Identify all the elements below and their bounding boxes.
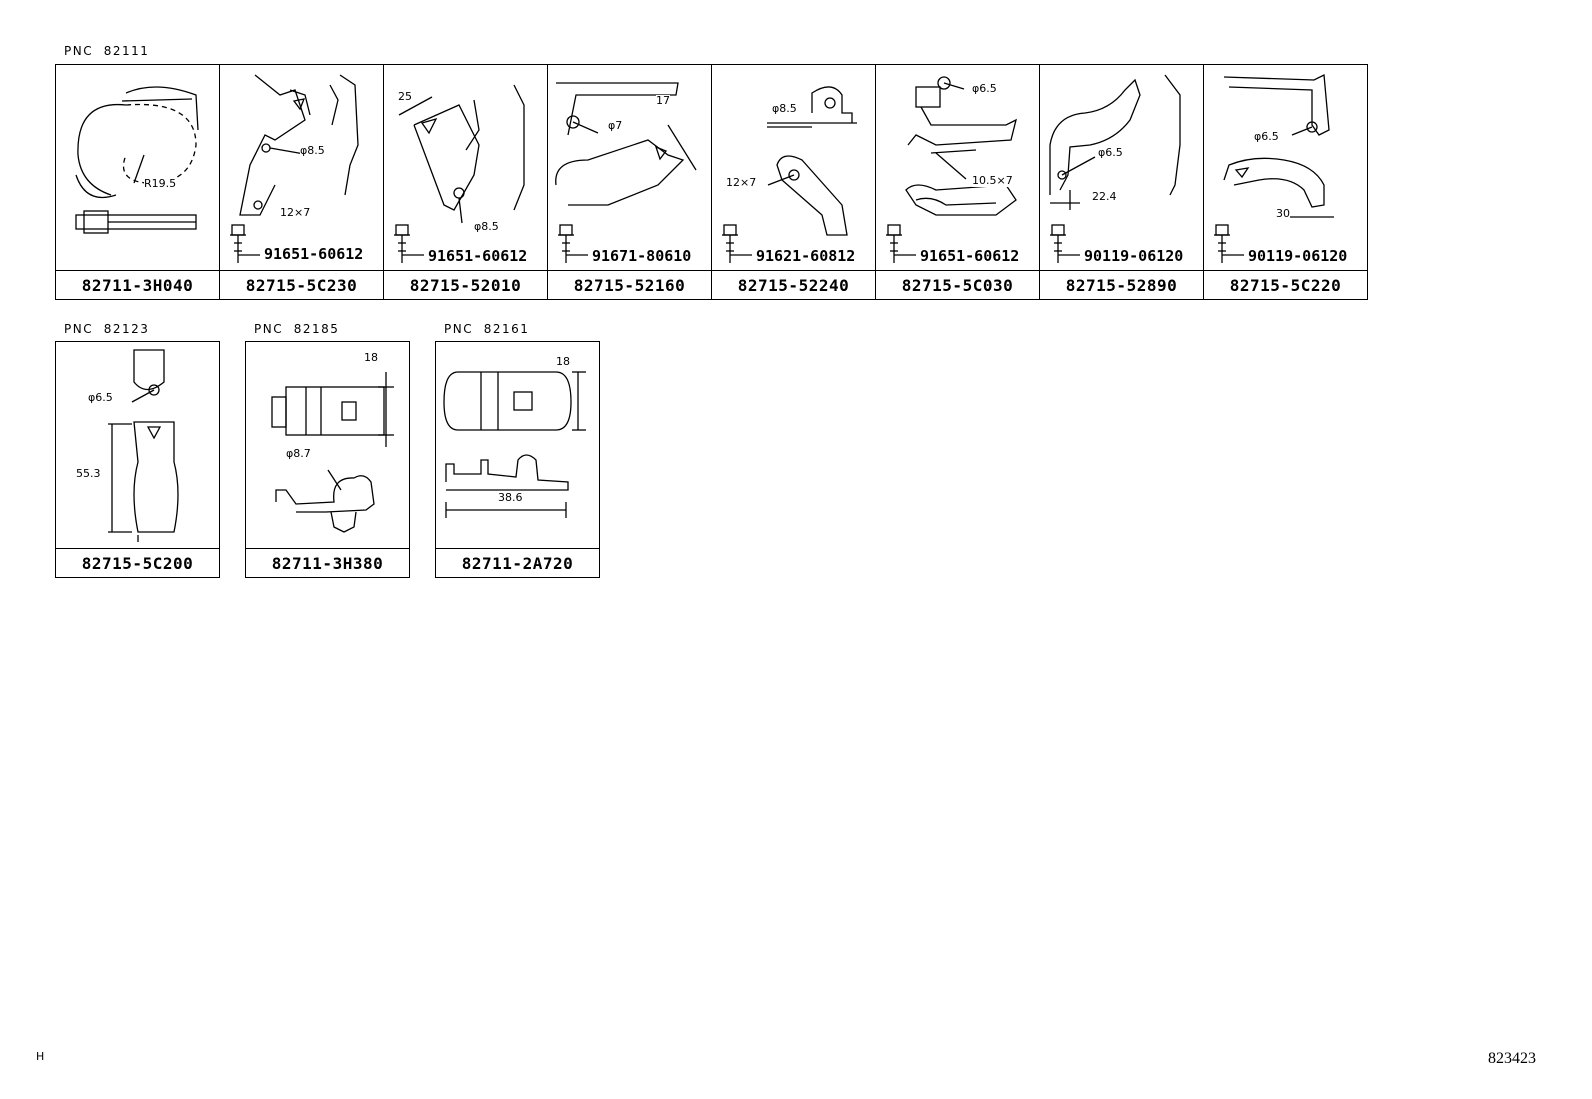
part-cell: φ8.5 12×7 91621-60812 82715-52240 (711, 64, 876, 300)
dimension-label: φ6.5 (88, 391, 113, 404)
part-number: 82715-52240 (712, 270, 875, 299)
part-number: 82711-3H380 (246, 548, 409, 577)
pnc-label-82161: PNC 82161 (444, 322, 530, 336)
part-number: 82715-52890 (1040, 270, 1203, 299)
dimension-label: 30 (1276, 207, 1290, 220)
part-number: 82711-3H040 (56, 270, 219, 299)
clip-drawing (443, 371, 586, 518)
dimension-label: φ6.5 (1254, 130, 1279, 143)
bolt-part-number: 91621-60812 (756, 247, 856, 265)
dimension-label: 12×7 (726, 176, 757, 189)
bracket-drawing (1214, 73, 1334, 263)
bracket-drawing (394, 84, 525, 263)
dimension-label: R19.5 (144, 177, 177, 190)
part-number: 82715-5C200 (56, 548, 219, 577)
part-cell: φ8.5 12×7 91651-60612 82715-5C230 (219, 64, 384, 300)
dimension-label: φ8.5 (772, 102, 797, 115)
corner-mark: H (36, 1050, 45, 1063)
diagram-reference-number: 823423 (1488, 1050, 1536, 1067)
bolt-part-number: 91651-60612 (920, 247, 1020, 265)
bolt-part-number: 91651-60612 (264, 245, 364, 263)
pnc-label-82111: PNC 82111 (64, 44, 150, 58)
dimension-label: 18 (364, 351, 378, 364)
pnc-group-82111: R19.5 82711-3H040 φ8.5 12×7 91651-60612 … (55, 64, 1368, 300)
bracket-drawing (1049, 74, 1181, 263)
part-cell: 18 φ8.7 82711-3H380 (245, 341, 410, 578)
dimension-label: φ8.5 (474, 220, 499, 233)
part-cell: 18 38.6 82711-2A720 (435, 341, 600, 578)
dimension-label: 12×7 (280, 206, 311, 219)
dimension-label: φ8.7 (286, 447, 311, 460)
bolt-part-number: 90119-06120 (1084, 247, 1184, 265)
bracket-drawing (722, 86, 857, 263)
dimension-label: 17 (656, 94, 670, 107)
part-cell: φ7 17 91671-80610 82715-52160 (547, 64, 712, 300)
dimension-label: 22.4 (1092, 190, 1117, 203)
bolt-part-number: 91671-80610 (592, 247, 692, 265)
part-number: 82715-5C230 (220, 270, 383, 299)
dimension-label: 55.3 (76, 467, 101, 480)
clip-drawing (108, 349, 179, 542)
pnc-label-82185: PNC 82185 (254, 322, 340, 336)
part-cell: R19.5 82711-3H040 (55, 64, 220, 300)
dimension-label: φ6.5 (972, 82, 997, 95)
part-number: 82715-5C220 (1204, 270, 1367, 299)
dimension-label: 10.5×7 (972, 174, 1013, 187)
pnc-label-82123: PNC 82123 (64, 322, 150, 336)
part-cell: φ6.5 55.3 82715-5C200 (55, 341, 220, 578)
part-number: 82715-52010 (384, 270, 547, 299)
bolt-part-number: 91651-60612 (428, 247, 528, 265)
part-number: 82711-2A720 (436, 548, 599, 577)
part-number: 82715-5C030 (876, 270, 1039, 299)
dimension-label: 18 (556, 355, 570, 368)
pnc-group-82161: 18 38.6 82711-2A720 (435, 341, 600, 578)
bracket-drawing (886, 76, 1017, 263)
bracket-drawing (555, 82, 697, 263)
clip-drawing (271, 372, 394, 533)
bracket-drawing (230, 74, 359, 263)
part-cell: φ6.5 30 90119-06120 82715-5C220 (1203, 64, 1368, 300)
part-cell: φ6.5 22.4 90119-06120 82715-52890 (1039, 64, 1204, 300)
pnc-group-82185: 18 φ8.7 82711-3H380 (245, 341, 410, 578)
dimension-label: φ6.5 (1098, 146, 1123, 159)
dimension-label: φ7 (608, 119, 623, 132)
dimension-label: 25 (398, 90, 412, 103)
part-number: 82715-52160 (548, 270, 711, 299)
bolt-part-number: 90119-06120 (1248, 247, 1348, 265)
part-cell: φ6.5 10.5×7 91651-60612 82715-5C030 (875, 64, 1040, 300)
dimension-label: 38.6 (498, 491, 523, 504)
part-cell: 25 φ8.5 91651-60612 82715-52010 (383, 64, 548, 300)
clamp-drawing (75, 86, 199, 234)
pnc-group-82123: φ6.5 55.3 82715-5C200 (55, 341, 220, 578)
dimension-label: φ8.5 (300, 144, 325, 157)
